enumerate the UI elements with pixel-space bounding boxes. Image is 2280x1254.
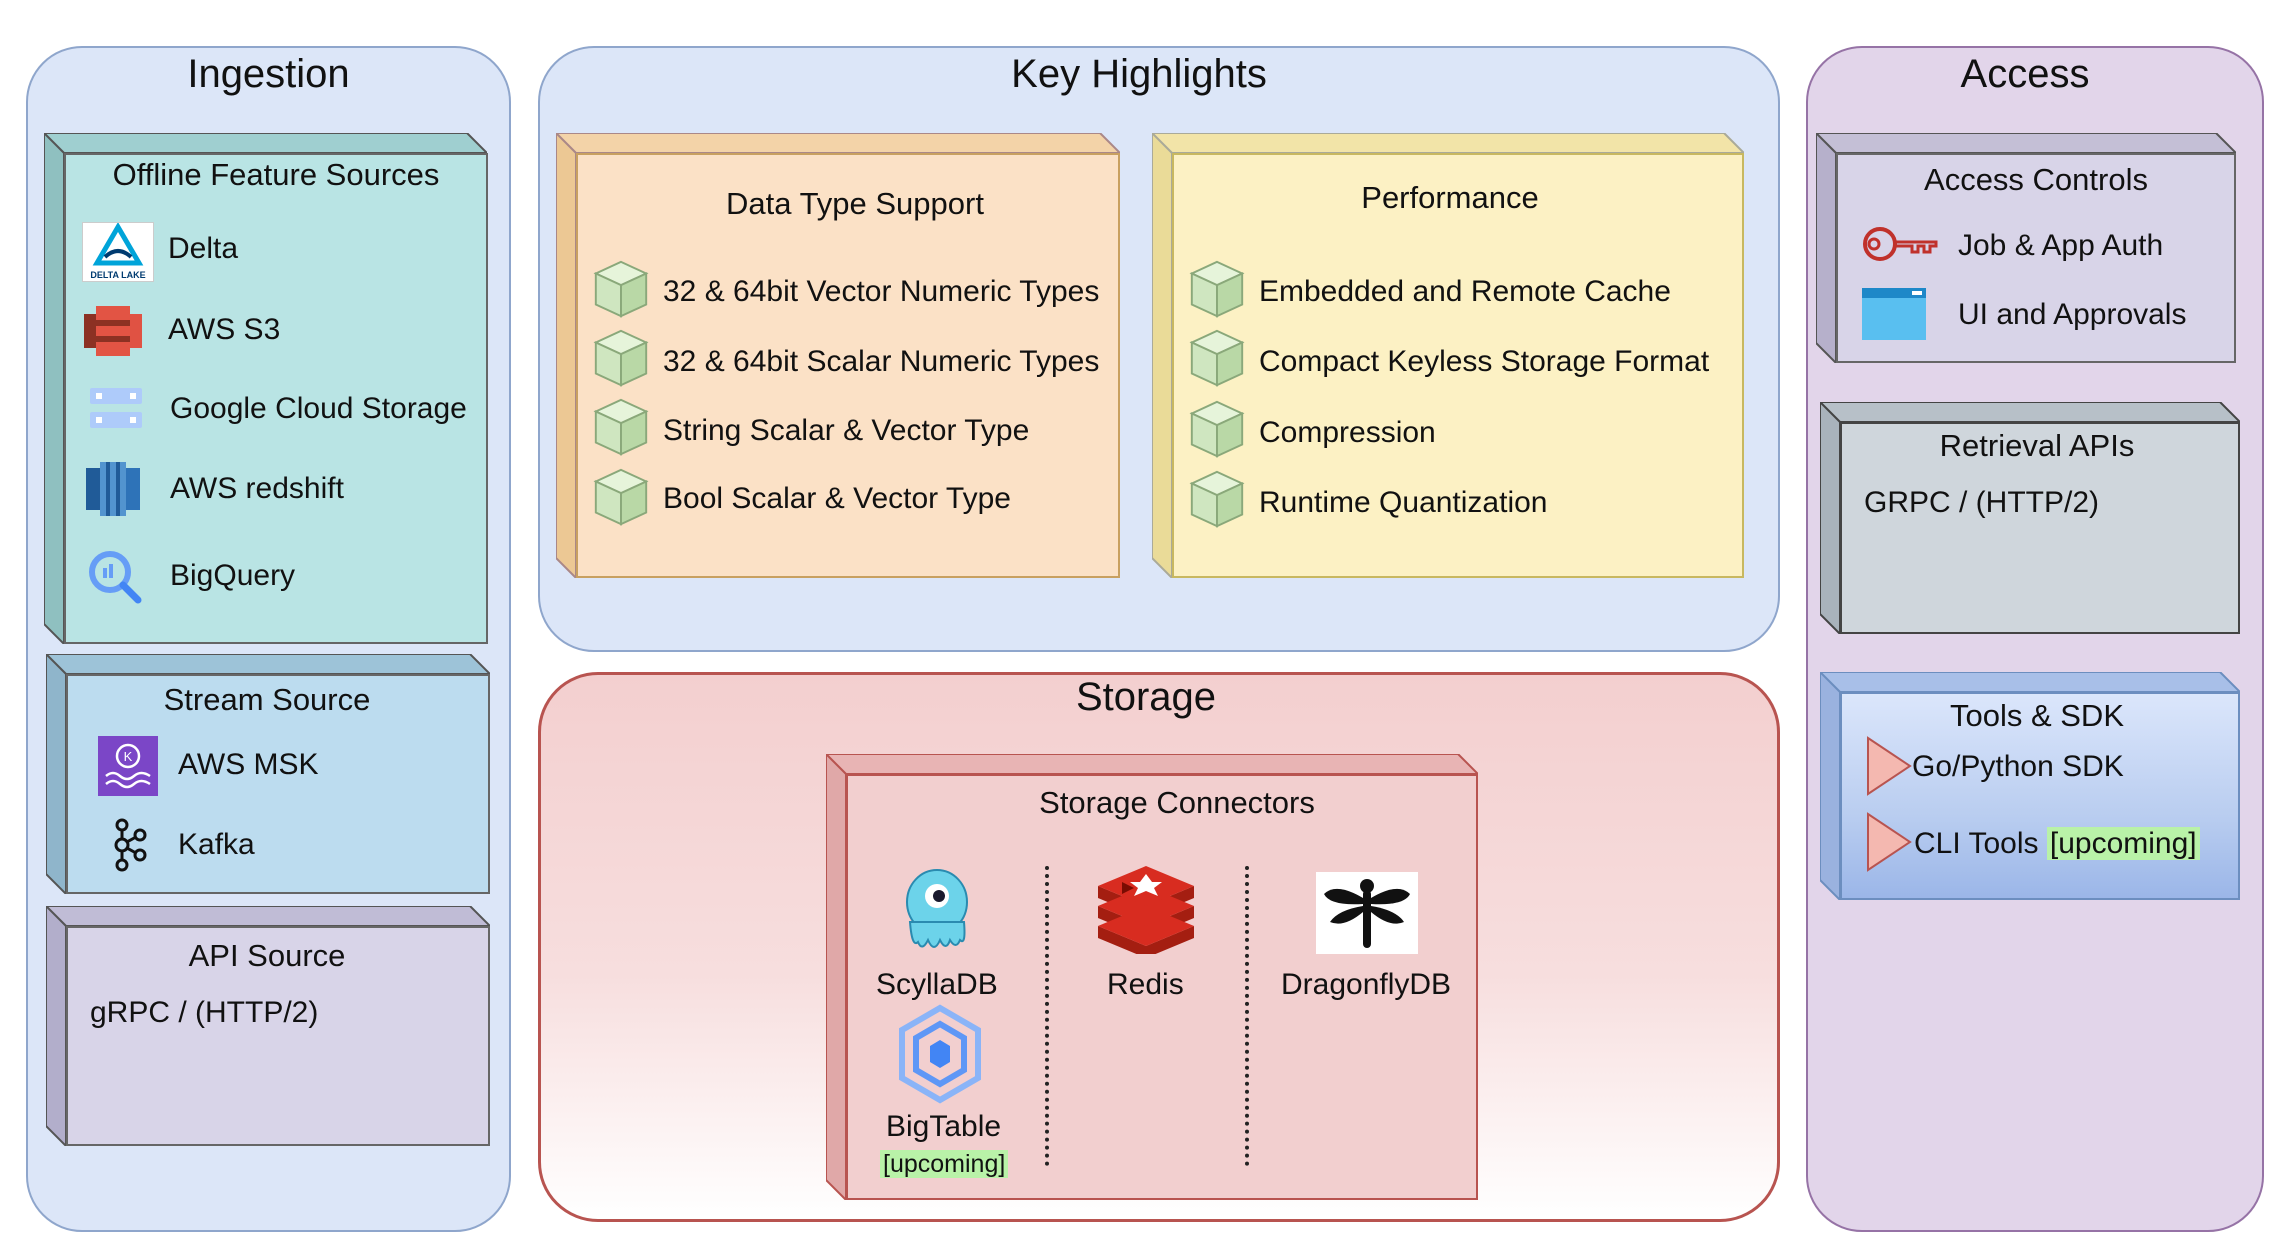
api-source-title: API Source: [188, 938, 346, 973]
retrieval-apis-box: [1840, 422, 2240, 634]
data-type-item: 32 & 64bit Vector Numeric Types: [663, 275, 1100, 308]
browser-window-icon: [1862, 288, 1926, 340]
scylladb-label: ScyllaDB: [876, 968, 998, 1001]
scylladb-icon: [898, 866, 976, 956]
connector-divider: [1045, 866, 1049, 1166]
ingestion-title: Ingestion: [187, 52, 350, 96]
svg-text:K: K: [124, 749, 133, 764]
tools-sdk-box: [1840, 692, 2240, 900]
redis-icon: [1094, 866, 1198, 958]
offline-box-depth: [41, 130, 490, 647]
tools-sdk-title: Tools & SDK: [1949, 698, 2124, 733]
tools-depth: [1817, 669, 2243, 903]
aws-msk-icon: K: [98, 736, 158, 796]
data-types-box-depth: [553, 130, 1123, 581]
data-type-support-box: [576, 153, 1120, 578]
stream-source-title: Stream Source: [163, 682, 371, 717]
access-title: Access: [1960, 52, 2090, 96]
offline-feature-sources-title: Offline Feature Sources: [112, 157, 440, 192]
performance-item: Compact Keyless Storage Format: [1259, 345, 1710, 378]
offline-item-delta: Delta: [168, 232, 239, 265]
redis-label: Redis: [1107, 968, 1184, 1001]
data-type-item: Bool Scalar & Vector Type: [663, 482, 1011, 515]
bigtable-label: BigTable: [886, 1110, 1002, 1143]
aws-s3-icon: [82, 300, 144, 362]
access-controls-depth: [1813, 130, 2239, 366]
performance-item: Compression: [1259, 416, 1436, 449]
cube-icon: [590, 327, 652, 389]
storage-title: Storage: [1075, 675, 1217, 719]
aws-redshift-icon: [82, 458, 144, 520]
cube-icon: [1186, 468, 1248, 530]
dragonflydb-icon: [1316, 872, 1418, 954]
cube-icon: [590, 466, 652, 528]
performance-title: Performance: [1361, 180, 1539, 215]
delta-lake-icon: DELTA LAKE: [82, 222, 154, 282]
storage-connectors-box: [846, 774, 1478, 1200]
data-type-item: String Scalar & Vector Type: [663, 414, 1030, 447]
play-triangle-icon: [1864, 734, 1914, 798]
retrieval-apis-text: GRPC / (HTTP/2): [1864, 486, 2100, 519]
storage-connectors-title: Storage Connectors: [1039, 785, 1315, 820]
cube-icon: [590, 258, 652, 320]
api-source-text: gRPC / (HTTP/2): [90, 996, 319, 1029]
play-triangle-icon: [1864, 810, 1914, 874]
stream-item-kafka: Kafka: [178, 828, 255, 861]
data-type-support-title: Data Type Support: [726, 186, 984, 221]
data-type-item: 32 & 64bit Scalar Numeric Types: [663, 345, 1100, 378]
performance-box: [1172, 153, 1744, 578]
offline-item-aws-s3: AWS S3: [168, 313, 281, 346]
cli-upcoming-tag: [upcoming]: [2046, 827, 2200, 860]
cube-icon: [1186, 327, 1248, 389]
access-item-job-app-auth: Job & App Auth: [1958, 229, 2164, 262]
dragonflydb-label: DragonflyDB: [1281, 968, 1452, 1001]
access-item-ui-approvals: UI and Approvals: [1958, 298, 2187, 331]
google-cloud-storage-icon: [88, 384, 144, 432]
stream-item-aws-msk: AWS MSK: [178, 748, 319, 781]
connector-divider: [1245, 866, 1249, 1166]
access-controls-title: Access Controls: [1924, 162, 2148, 197]
cube-icon: [590, 396, 652, 458]
key-icon: [1860, 222, 1940, 266]
offline-item-gcs: Google Cloud Storage: [170, 392, 467, 425]
api-box-depth: [43, 903, 493, 1149]
bigquery-icon: [86, 548, 142, 604]
key-highlights-title: Key Highlights: [1011, 52, 1267, 96]
offline-item-aws-redshift: AWS redshift: [170, 472, 344, 505]
cube-icon: [1186, 258, 1248, 320]
kafka-icon: [108, 817, 148, 873]
bigtable-icon: [894, 1004, 986, 1104]
retrieval-depth: [1817, 399, 2243, 637]
bigtable-upcoming-tag: [upcoming]: [880, 1150, 1009, 1179]
stream-box-depth: [43, 651, 493, 897]
cube-icon: [1186, 398, 1248, 460]
performance-item: Embedded and Remote Cache: [1259, 275, 1671, 308]
retrieval-apis-title: Retrieval APIs: [1939, 428, 2135, 463]
access-controls-box: [1836, 153, 2236, 363]
api-source-box: [66, 926, 490, 1146]
tools-item-sdk: Go/Python SDK: [1912, 750, 2124, 783]
offline-item-bigquery: BigQuery: [170, 559, 296, 592]
tools-item-cli: CLI Tools [upcoming]: [1914, 827, 2200, 861]
performance-item: Runtime Quantization: [1259, 486, 1548, 519]
